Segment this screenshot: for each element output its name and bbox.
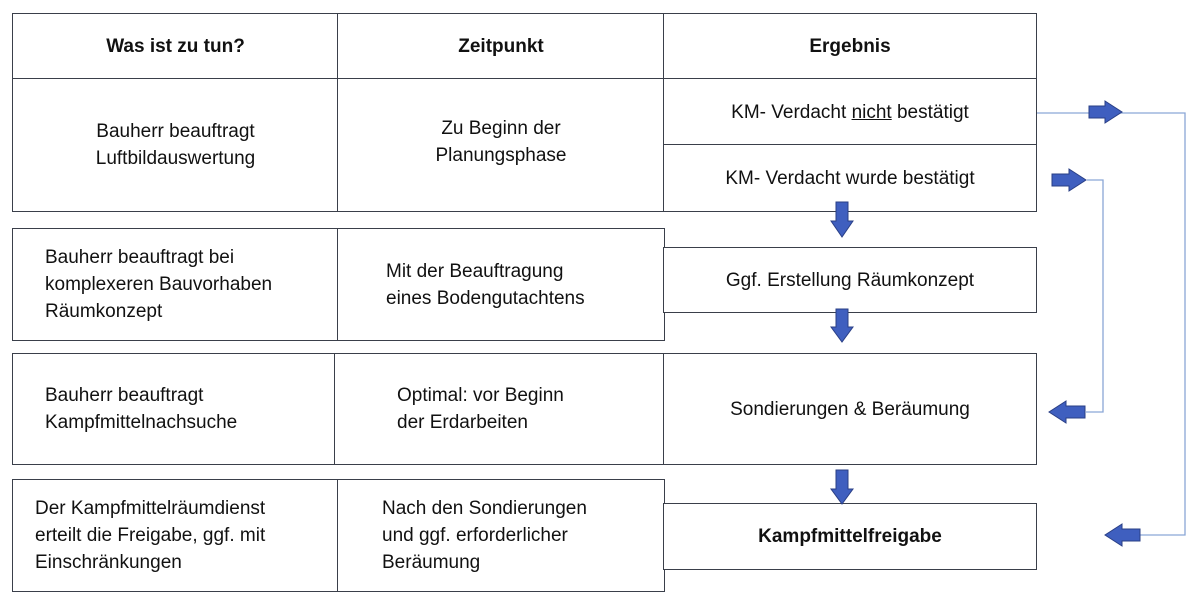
row4-result-text: Kampfmittelfreigabe [758,526,942,547]
row2-result-cell: Ggf. Erstellung Räumkonzept [663,247,1037,313]
down-arrow-icon [830,308,854,343]
left-arrow-icon [1104,523,1141,547]
row1-time-cell: Zu Beginn der Planungsphase [337,78,665,212]
row3-result-text: Sondierungen & Beräumung [730,398,970,420]
row4-task-cell: Der Kampfmittelräumdienst erteilt die Fr… [12,479,339,592]
header-label-task: Was ist zu tun? [106,36,245,57]
row3-result-cell: Sondierungen & Beräumung [663,353,1037,465]
right-arrow-icon [1088,100,1123,124]
row1-task-text: Bauherr beauftragt Luftbildauswertung [95,121,256,169]
row4-result-cell: Kampfmittelfreigabe [663,503,1037,570]
row2-result-text: Ggf. Erstellung Räumkonzept [725,269,975,291]
header-cell-result: Ergebnis [663,13,1037,80]
row1-result-confirmed: KM- Verdacht wurde bestätigt [663,144,1037,212]
connector-line-confirmed [1086,179,1104,413]
header-label-time: Zeitpunkt [458,36,544,57]
header-cell-task: Was ist zu tun? [12,13,339,80]
row3-task-cell: Bauherr beauftragt Kampfmittelnachsuche [12,353,336,465]
row3-time-cell: Optimal: vor Beginn der Erdarbeiten [334,353,665,465]
row3-time-text: Optimal: vor Beginn der Erdarbeiten [397,385,564,433]
row4-time-cell: Nach den Sondierungen und ggf. erforderl… [337,479,665,592]
row2-task-cell: Bauherr beauftragt bei komplexeren Bauvo… [12,228,339,341]
row1-result-confirmed-text: KM- Verdacht wurde bestätigt [725,167,975,189]
row2-task-text: Bauherr beauftragt bei komplexeren Bauvo… [45,247,273,322]
row1-task-cell: Bauherr beauftragt Luftbildauswertung [12,78,339,212]
right-arrow-icon [1051,168,1087,192]
down-arrow-icon [830,201,854,238]
row3-task-text: Bauherr beauftragt Kampfmittelnachsuche [45,385,238,433]
row2-time-cell: Mit der Beauftragung eines Bodengutachte… [337,228,665,341]
underlined-word: nicht [851,101,892,123]
row4-task-text: Der Kampfmittelräumdienst erteilt die Fr… [35,498,266,573]
row1-time-text: Zu Beginn der Planungsphase [435,118,567,166]
row1-result-not-confirmed-text: KM- Verdacht nicht bestätigt [731,101,969,123]
header-label-result: Ergebnis [809,36,891,57]
row2-time-text: Mit der Beauftragung eines Bodengutachte… [386,260,585,309]
row4-time-text: Nach den Sondierungen und ggf. erforderl… [382,498,587,573]
down-arrow-icon [830,469,854,505]
left-arrow-icon [1048,400,1086,424]
row1-result-not-confirmed: KM- Verdacht nicht bestätigt [663,78,1037,146]
